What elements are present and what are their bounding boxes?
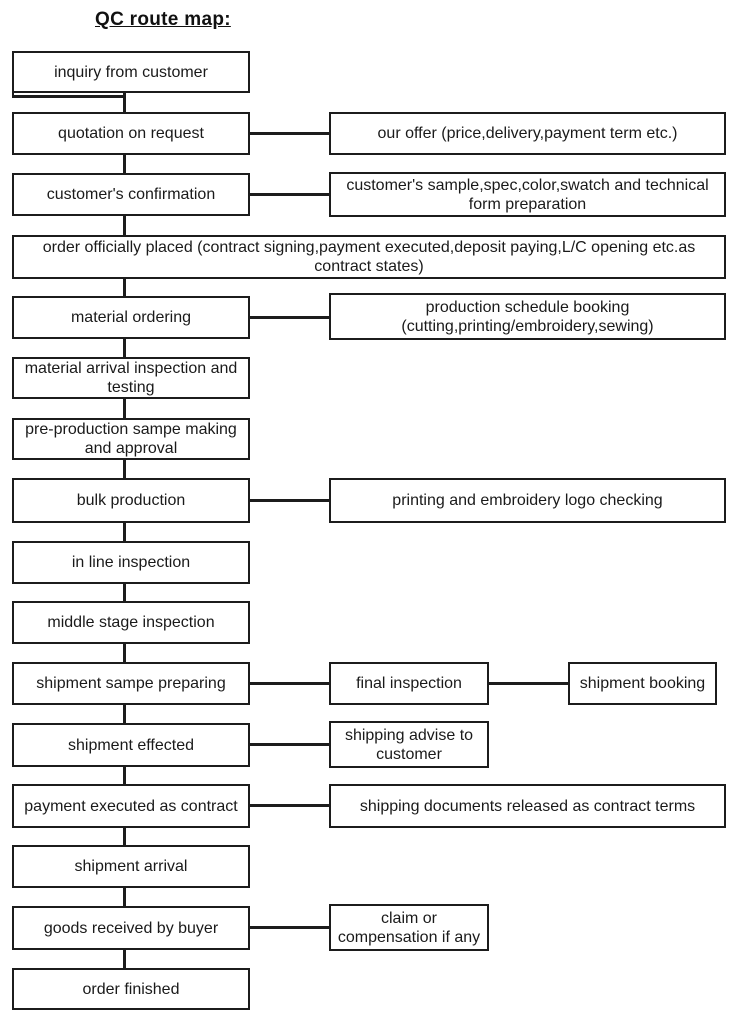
- flow-connector-vertical: [123, 582, 126, 603]
- step-customers-confirmation: customer's confirmation: [12, 173, 250, 216]
- step-inquiry-from-customer: inquiry from customer: [12, 51, 250, 93]
- flow-connector-horizontal: [250, 682, 329, 685]
- stray-line-segment: [12, 95, 126, 98]
- flow-connector-horizontal: [250, 132, 329, 135]
- flow-connector-horizontal: [250, 804, 329, 807]
- step-quotation-on-request: quotation on request: [12, 112, 250, 155]
- step-material-ordering: material ordering: [12, 296, 250, 339]
- flow-connector-vertical: [123, 948, 126, 970]
- stray-line-segment: [12, 91, 14, 98]
- flow-connector-vertical: [123, 337, 126, 359]
- flow-connector-vertical: [123, 703, 126, 725]
- flow-connector-horizontal: [250, 499, 329, 502]
- flow-connector-vertical: [123, 886, 126, 908]
- diagram-title: QC route map:: [95, 9, 231, 30]
- step-shipment-arrival: shipment arrival: [12, 845, 250, 888]
- step-bulk-production: bulk production: [12, 478, 250, 523]
- flow-connector-vertical: [123, 642, 126, 664]
- flow-connector-vertical: [123, 397, 126, 420]
- step-shipment-booking: shipment booking: [568, 662, 717, 705]
- flow-connector-horizontal: [250, 193, 329, 196]
- step-order-finished: order finished: [12, 968, 250, 1010]
- flow-connector-vertical: [123, 765, 126, 786]
- flow-connector-vertical: [123, 214, 126, 237]
- step-payment-executed: payment executed as contract: [12, 784, 250, 828]
- step-pre-production-sample: pre-production sampe making and approval: [12, 418, 250, 460]
- step-material-arrival-inspection: material arrival inspection and testing: [12, 357, 250, 399]
- flow-connector-vertical: [123, 521, 126, 543]
- step-shipment-sample-preparing: shipment sampe preparing: [12, 662, 250, 705]
- flow-connector-vertical: [123, 458, 126, 480]
- step-shipment-effected: shipment effected: [12, 723, 250, 767]
- note-claim-or-compensation: claim or compensation if any: [329, 904, 489, 951]
- step-goods-received-by-buyer: goods received by buyer: [12, 906, 250, 950]
- flow-connector-horizontal: [250, 743, 329, 746]
- note-our-offer: our offer (price,delivery,payment term e…: [329, 112, 726, 155]
- flow-connector-vertical: [123, 826, 126, 847]
- step-order-officially-placed: order officially placed (contract signin…: [12, 235, 726, 279]
- note-shipping-documents-released: shipping documents released as contract …: [329, 784, 726, 828]
- step-final-inspection: final inspection: [329, 662, 489, 705]
- step-in-line-inspection: in line inspection: [12, 541, 250, 584]
- flow-connector-vertical: [123, 277, 126, 298]
- note-shipping-advise-to-customer: shipping advise to customer: [329, 721, 489, 768]
- flow-connector-vertical: [123, 153, 126, 175]
- flow-connector-vertical: [123, 91, 126, 114]
- note-customer-sample-preparation: customer's sample,spec,color,swatch and …: [329, 172, 726, 217]
- step-middle-stage-inspection: middle stage inspection: [12, 601, 250, 644]
- flow-connector-horizontal: [489, 682, 568, 685]
- flow-connector-horizontal: [250, 316, 329, 319]
- note-production-schedule-booking: production schedule booking (cutting,pri…: [329, 293, 726, 340]
- flow-connector-horizontal: [250, 926, 329, 929]
- note-printing-embroidery-checking: printing and embroidery logo checking: [329, 478, 726, 523]
